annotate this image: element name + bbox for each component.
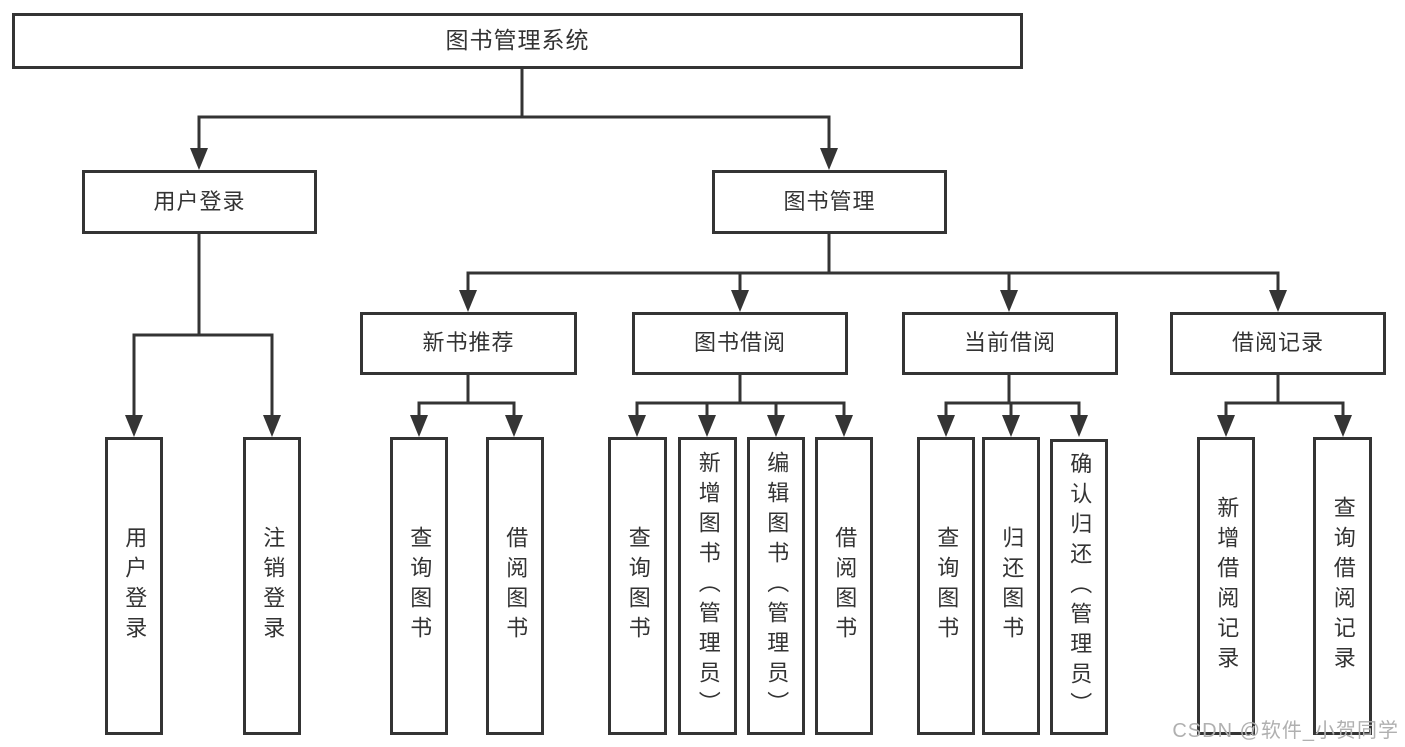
- node-new-book-recommend: 新书推荐: [360, 312, 577, 375]
- leaf-nb-query-books: 查询图书: [390, 437, 448, 735]
- arrowheads: [125, 148, 1352, 437]
- leaf-bb-borrow-books: 借阅图书: [815, 437, 873, 735]
- leaf-cb-query-books: 查询图书: [917, 437, 975, 735]
- csdn-watermark: CSDN @软件_小贺同学: [1172, 720, 1399, 742]
- leaf-bb-add-books-admin: 新增图书（管理员）: [678, 437, 737, 735]
- leaf-nb-borrow-books: 借阅图书: [486, 437, 544, 735]
- leaf-user-login: 用户登录: [105, 437, 163, 735]
- node-book-borrowing: 图书借阅: [632, 312, 848, 375]
- leaf-cb-confirm-return-admin: 确认归还（管理员）: [1050, 439, 1108, 735]
- node-book-management: 图书管理: [712, 170, 947, 234]
- leaf-bb-edit-books-admin: 编辑图书（管理员）: [747, 437, 805, 735]
- node-borrowing-records: 借阅记录: [1170, 312, 1386, 375]
- node-root-system: 图书管理系统: [12, 13, 1023, 69]
- leaf-logout: 注销登录: [243, 437, 301, 735]
- node-current-borrowing: 当前借阅: [902, 312, 1118, 375]
- leaf-bb-query-books: 查询图书: [608, 437, 667, 735]
- leaf-br-add-record: 新增借阅记录: [1197, 437, 1255, 735]
- leaf-br-query-record: 查询借阅记录: [1313, 437, 1372, 735]
- leaf-cb-return-books: 归还图书: [982, 437, 1040, 735]
- node-user-login: 用户登录: [82, 170, 317, 234]
